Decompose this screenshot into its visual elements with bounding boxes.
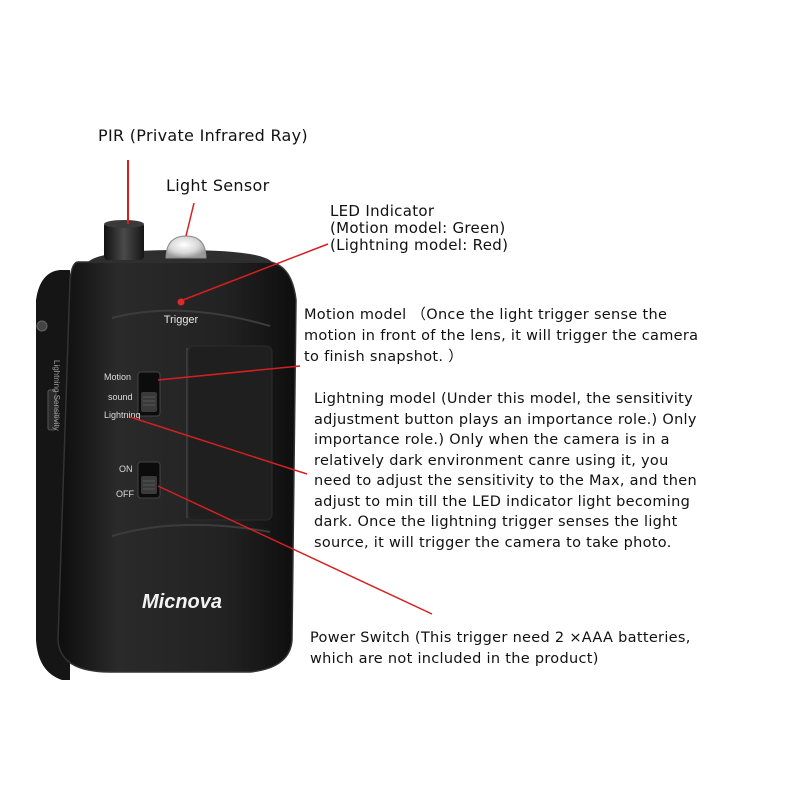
callout-line: importance role.) Only when the camera i… xyxy=(314,432,670,448)
sensitivity-wheel[interactable] xyxy=(47,389,57,431)
callout-line: source, it will trigger the camera to ta… xyxy=(314,534,672,551)
leader-light-sensor xyxy=(185,202,195,237)
callout-line: Lightning model (Under this model, the s… xyxy=(314,391,694,407)
mode-label-motion: Motion xyxy=(104,372,131,382)
light-sensor-dome xyxy=(165,235,207,259)
brand-logo: Micnova xyxy=(142,591,222,613)
callout-line: adjustment button plays an importance ro… xyxy=(314,411,697,428)
callout-line: to finish snapshot. ） xyxy=(304,349,464,365)
mode-label-sound: sound xyxy=(108,392,133,402)
mode-label-lightning: Lightning xyxy=(104,410,141,420)
callout-lightning: Lightning model (Under this model, the s… xyxy=(314,389,697,553)
callout-line: motion in front of the lens, it will tri… xyxy=(304,328,699,344)
front-divider xyxy=(186,348,188,518)
front-groove-top xyxy=(111,309,271,327)
callout-line: LED Indicator xyxy=(330,202,435,220)
side-sensitivity-label: Lightning Sensitivity xyxy=(52,360,61,431)
front-right-panel xyxy=(187,345,273,521)
side-jack xyxy=(36,320,48,332)
callout-motion: Motion model （Once the light trigger sen… xyxy=(304,305,698,368)
mode-switch-handle[interactable] xyxy=(141,392,157,412)
power-label-on: ON xyxy=(119,464,133,474)
leader-power xyxy=(157,485,433,615)
power-label-off: OFF xyxy=(116,489,134,499)
callout-light-sensor: Light Sensor xyxy=(166,175,269,196)
callout-line: Power Switch (This trigger need 2 ×AAA b… xyxy=(310,630,691,646)
callout-led: LED Indicator (Motion model: Green) (Lig… xyxy=(330,203,508,254)
leader-motion xyxy=(157,365,301,381)
leader-led xyxy=(182,243,329,301)
callout-line: Motion model （Once the light trigger sen… xyxy=(304,307,668,323)
callout-line: (Lightning model: Red) xyxy=(330,236,509,254)
callout-line: (Motion model: Green) xyxy=(330,219,506,237)
callout-line: need to adjust the sensitivity to the Ma… xyxy=(314,473,697,489)
callout-line: relatively dark environment canre using … xyxy=(314,452,669,469)
led-indicator xyxy=(177,298,185,306)
pir-knob xyxy=(104,222,144,260)
pir-knob-top xyxy=(104,220,144,228)
trigger-label: Trigger xyxy=(164,314,199,326)
leader-lightning xyxy=(129,416,308,475)
callout-line: PIR (Private Infrared Ray) xyxy=(98,126,308,145)
callout-line: which are not included in the product) xyxy=(310,651,599,667)
callout-line: dark. Once the lightning trigger senses … xyxy=(314,514,678,530)
callout-power: Power Switch (This trigger need 2 ×AAA b… xyxy=(310,628,691,670)
callout-pir: PIR (Private Infrared Ray) xyxy=(98,125,308,146)
callout-line: Light Sensor xyxy=(166,176,270,195)
callout-line: adjust to min till the LED indicator lig… xyxy=(314,493,691,510)
